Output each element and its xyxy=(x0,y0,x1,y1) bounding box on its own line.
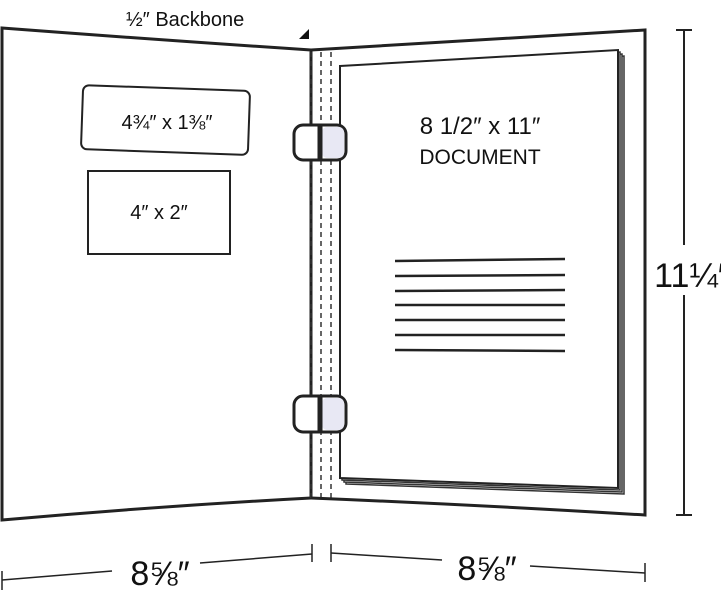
document-size: 8 1/2″ x 11″ xyxy=(420,113,541,140)
backbone-label: ½″ Backbone xyxy=(126,9,244,31)
left-width-label: 8⅝″ xyxy=(130,555,189,590)
card-slot-small-label: 4″ x 2″ xyxy=(130,202,188,224)
height-label: 11¼″ xyxy=(654,257,721,295)
document-text-lines xyxy=(394,257,566,353)
binder-ring-bottom xyxy=(292,394,348,434)
binder-ring-top xyxy=(292,123,348,162)
right-width-label: 8⅝″ xyxy=(457,550,516,588)
card-slot-large-label: 4¾″ x 1⅜″ xyxy=(122,112,213,134)
left-width-dimension-line xyxy=(1,544,313,590)
card-slot-large xyxy=(80,84,251,156)
backbone-pointer-icon xyxy=(299,29,309,39)
document-label: DOCUMENT xyxy=(419,146,540,169)
right-width-dimension-line xyxy=(330,544,646,582)
card-slot-small xyxy=(87,170,231,255)
right-cover xyxy=(310,28,647,517)
document-stack xyxy=(339,48,625,495)
